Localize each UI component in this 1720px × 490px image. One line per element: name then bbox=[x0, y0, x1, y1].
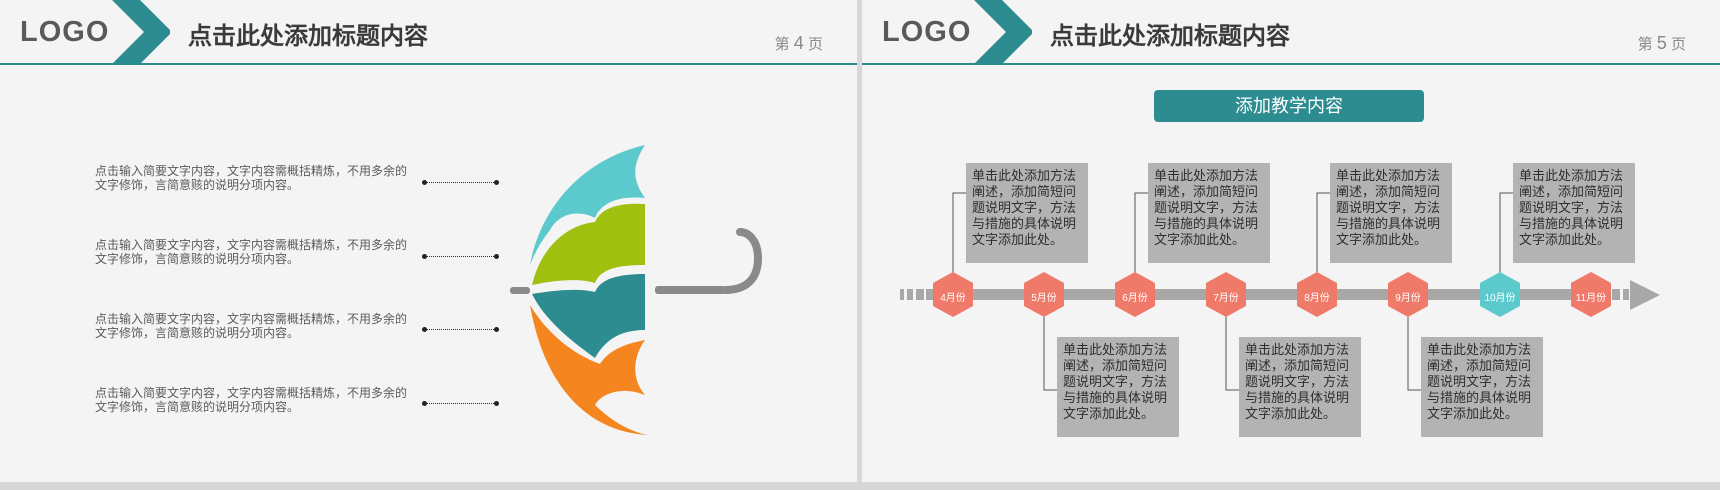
slide-4: LOGO 点击此处添加标题内容 第 4 页 点击输入简要文字内容，文字内容需概括… bbox=[0, 0, 857, 482]
item-text-1[interactable]: 点击输入简要文字内容，文字内容需概括精炼，不用多余的文字修饰，言简意赅的说明分项… bbox=[95, 164, 408, 192]
note-box-top-4[interactable]: 单击此处添加方法阐述，添加简短问题说明文字，方法与措施的具体说明文字添加此处。 bbox=[1513, 163, 1635, 263]
leader-dot-start-4 bbox=[422, 401, 427, 406]
slide-5: LOGO 点击此处添加标题内容 第 5 页 添加教学内容 bbox=[862, 0, 1720, 482]
timeline-dash-1 bbox=[900, 289, 904, 300]
month-label-8: 8月份 bbox=[1304, 293, 1330, 304]
umbrella-segment-1 bbox=[530, 145, 645, 265]
header-divider bbox=[0, 63, 857, 65]
month-hex-10 bbox=[1480, 272, 1520, 317]
page-suffix: 页 bbox=[807, 36, 823, 53]
section-title[interactable]: 添加教学内容 bbox=[1154, 90, 1424, 122]
leader-dot-end-1 bbox=[494, 180, 499, 185]
item-text-4[interactable]: 点击输入简要文字内容，文字内容需概括精炼，不用多余的文字修饰，言简意赅的说明分项… bbox=[95, 386, 408, 414]
page-prefix: 第 bbox=[774, 36, 790, 53]
connector-bottom-2 bbox=[1225, 317, 1239, 391]
connector-bottom-1 bbox=[1043, 317, 1057, 391]
leader-line-2 bbox=[424, 256, 496, 257]
item-text-3[interactable]: 点击输入简要文字内容，文字内容需概括精炼，不用多余的文字修饰，言简意赅的说明分项… bbox=[95, 312, 408, 340]
note-box-top-2[interactable]: 单击此处添加方法阐述，添加简短问题说明文字，方法与措施的具体说明文字添加此处。 bbox=[1148, 163, 1270, 263]
page-number: 第 5 页 bbox=[1638, 33, 1686, 54]
umbrella-segment-4 bbox=[530, 305, 648, 435]
logo-banner bbox=[112, 0, 170, 64]
timeline-graphic bbox=[900, 192, 1660, 391]
timeline-bar bbox=[926, 289, 1608, 300]
connector-top-3 bbox=[1316, 192, 1330, 273]
umbrella-shaft bbox=[655, 286, 725, 294]
timeline-dash-5 bbox=[1623, 289, 1629, 300]
leader-dot-end-2 bbox=[494, 254, 499, 259]
timeline-dash-4 bbox=[1612, 289, 1620, 300]
month-label-10: 10月份 bbox=[1484, 293, 1516, 304]
leader-line-3 bbox=[424, 329, 496, 330]
leader-dot-start-2 bbox=[422, 254, 427, 259]
timeline-dash-2 bbox=[907, 289, 913, 300]
umbrella-handle-stick bbox=[510, 287, 530, 294]
logo-banner bbox=[974, 0, 1032, 64]
note-box-top-3[interactable]: 单击此处添加方法阐述，添加简短问题说明文字，方法与措施的具体说明文字添加此处。 bbox=[1330, 163, 1452, 263]
page-number-value: 4 bbox=[793, 33, 804, 53]
logo: LOGO bbox=[882, 16, 972, 48]
month-label-11: 11月份 bbox=[1575, 293, 1607, 304]
leader-line-4 bbox=[424, 403, 496, 404]
month-label-6: 6月份 bbox=[1122, 293, 1148, 304]
month-hex-11 bbox=[1571, 272, 1611, 317]
month-hex-6 bbox=[1115, 272, 1155, 317]
connector-top-2 bbox=[1134, 192, 1148, 273]
connector-bottom-3 bbox=[1407, 317, 1421, 391]
note-box-bottom-2[interactable]: 单击此处添加方法阐述，添加简短问题说明文字，方法与措施的具体说明文字添加此处。 bbox=[1239, 337, 1361, 437]
item-text-2[interactable]: 点击输入简要文字内容，文字内容需概括精炼，不用多余的文字修饰，言简意赅的说明分项… bbox=[95, 238, 408, 266]
page-title[interactable]: 点击此处添加标题内容 bbox=[188, 23, 428, 50]
page-number-value: 5 bbox=[1656, 33, 1667, 53]
leader-dot-end-4 bbox=[494, 401, 499, 406]
connector-top-1 bbox=[952, 192, 966, 273]
page-suffix: 页 bbox=[1670, 36, 1686, 53]
month-hex-7 bbox=[1206, 272, 1246, 317]
page-title[interactable]: 点击此处添加标题内容 bbox=[1050, 23, 1290, 50]
note-box-top-1[interactable]: 单击此处添加方法阐述，添加简短问题说明文字，方法与措施的具体说明文字添加此处。 bbox=[966, 163, 1088, 263]
month-label-4: 4月份 bbox=[940, 293, 966, 304]
month-hex-5 bbox=[1024, 272, 1064, 317]
leader-dot-start-1 bbox=[422, 180, 427, 185]
note-box-bottom-1[interactable]: 单击此处添加方法阐述，添加简短问题说明文字，方法与措施的具体说明文字添加此处。 bbox=[1057, 337, 1179, 437]
leader-dot-end-3 bbox=[494, 327, 499, 332]
logo: LOGO bbox=[20, 16, 110, 48]
timeline-arrowhead bbox=[1630, 280, 1660, 310]
month-hex-4 bbox=[933, 272, 973, 317]
month-label-9: 9月份 bbox=[1395, 293, 1421, 304]
umbrella-segment-2 bbox=[532, 203, 645, 285]
umbrella-icon bbox=[510, 145, 763, 435]
umbrella-segment-3 bbox=[532, 274, 645, 358]
month-label-5: 5月份 bbox=[1031, 293, 1057, 304]
header-divider bbox=[862, 63, 1720, 65]
timeline-dash-3 bbox=[916, 289, 924, 300]
page-prefix: 第 bbox=[1637, 36, 1653, 53]
umbrella-hook bbox=[721, 228, 763, 294]
connector-top-4 bbox=[1499, 192, 1513, 273]
leader-dot-start-3 bbox=[422, 327, 427, 332]
month-label-7: 7月份 bbox=[1213, 293, 1239, 304]
leader-line-1 bbox=[424, 182, 496, 183]
month-hex-8 bbox=[1297, 272, 1337, 317]
page-number: 第 4 页 bbox=[775, 33, 823, 54]
note-box-bottom-3[interactable]: 单击此处添加方法阐述，添加简短问题说明文字，方法与措施的具体说明文字添加此处。 bbox=[1421, 337, 1543, 437]
month-hex-9 bbox=[1388, 272, 1428, 317]
